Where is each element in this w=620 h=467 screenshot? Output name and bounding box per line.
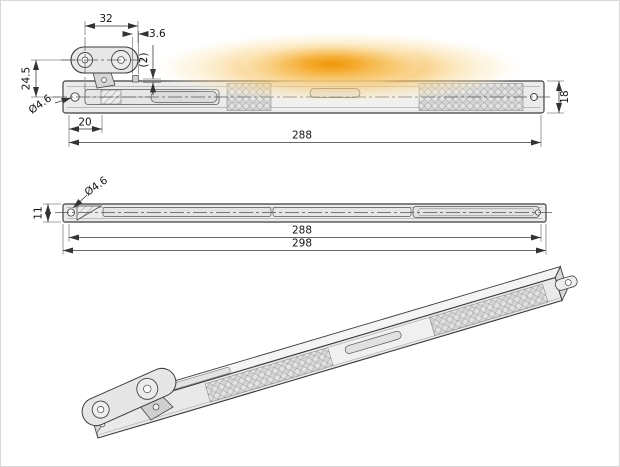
dim-label-lever-height: 24.5 (21, 67, 33, 90)
top-view: 32 3.6 (2) 24.5 Ø4.6 (21, 13, 571, 147)
dim-overall-length: 298 (62, 224, 547, 255)
dim-label-profile-width: 18 (559, 90, 571, 103)
highlight-glow-core (236, 40, 426, 88)
iso-lever (81, 367, 177, 427)
dim-mounting-length-side: 288 (68, 224, 542, 242)
rail-segment-1 (102, 207, 272, 217)
dim-label-hole-dia-top: Ø4.6 (27, 92, 55, 116)
dim-pin-width: 3.6 (122, 28, 166, 74)
dim-profile-height: 11 (33, 203, 61, 223)
side-view-part (55, 203, 553, 223)
dim-lever-height: 24.5 (21, 59, 77, 98)
dim-label-pin-width: 3.6 (149, 28, 166, 40)
iso-view (81, 265, 578, 439)
rail-segment-3 (412, 206, 540, 218)
rail-segment-2 (272, 207, 412, 217)
dim-label-profile-height: 11 (33, 206, 45, 219)
iso-ear-hole (564, 279, 572, 286)
activation-lever (70, 46, 139, 74)
dim-label-lever-length: 32 (99, 13, 112, 25)
iso-knurl-right (429, 283, 549, 336)
iso-center-slot (344, 330, 402, 354)
dim-lever-length: 32 (84, 13, 139, 43)
side-view: Ø4.6 11 288 298 (33, 174, 553, 255)
activation-ramp (76, 205, 103, 221)
trigger-pin (132, 75, 139, 83)
dim-mounting-length-top: 288 (69, 115, 542, 147)
dim-label-mounting-length-side: 288 (292, 225, 312, 237)
dim-label-hole-spacing: 20 (78, 117, 91, 129)
dim-hole-dia-side: Ø4.6 (72, 174, 111, 209)
dim-label-gap-ref: (2) (138, 53, 150, 68)
dim-label-overall-length: 298 (292, 238, 312, 250)
dim-label-mounting-length-top: 288 (292, 130, 312, 142)
dim-label-hole-dia-side: Ø4.6 (83, 174, 111, 198)
dim-profile-width: 18 (547, 80, 571, 114)
